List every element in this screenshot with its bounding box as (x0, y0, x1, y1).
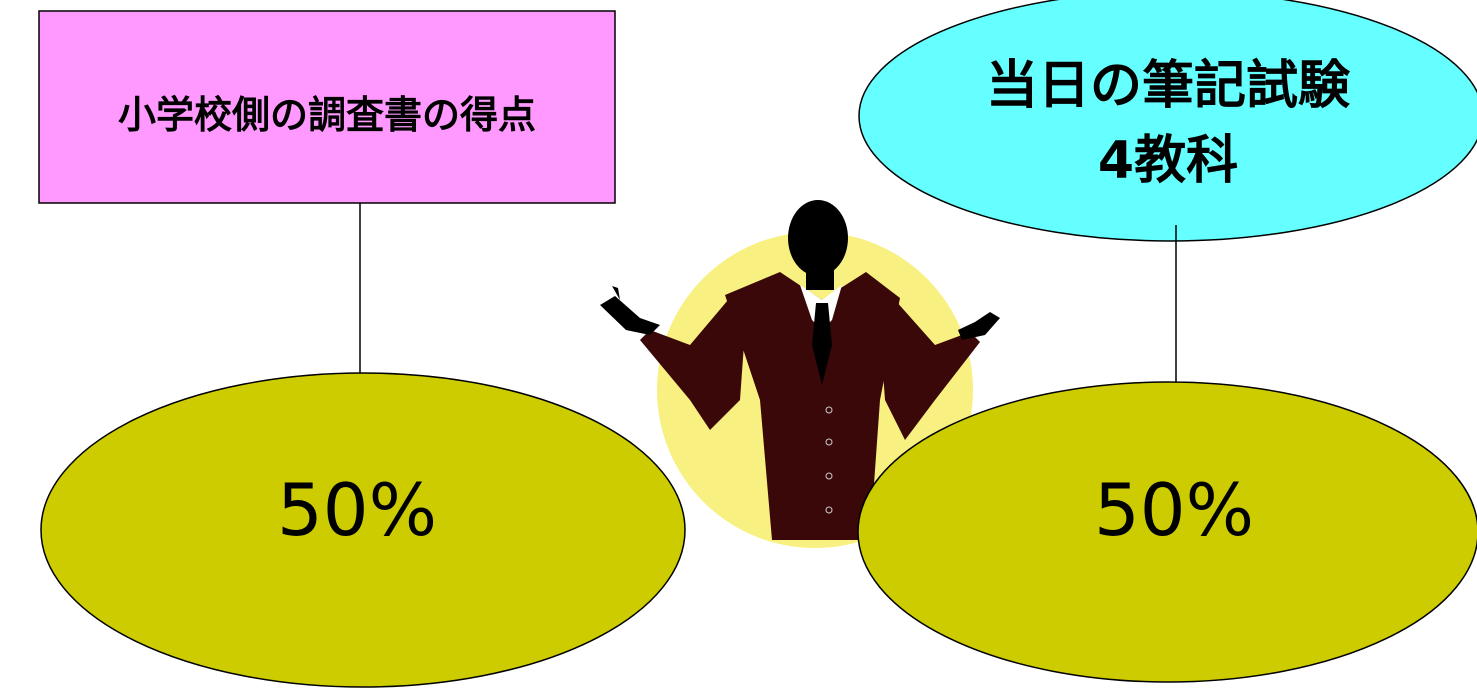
figure-right-arm (880, 300, 980, 440)
source-ellipse-written-exam: 当日の筆記試験 4教科 (858, 0, 1477, 242)
figure-button (825, 406, 833, 414)
figure-button (825, 472, 833, 480)
source-ellipse-line1: 当日の筆記試験 (986, 56, 1351, 116)
figure-button (825, 506, 833, 514)
result-left-label: 50% (277, 468, 437, 552)
figure-tie (812, 303, 832, 385)
result-ellipse-right: 50% (857, 381, 1477, 683)
result-ellipse-left: 50% (40, 372, 686, 688)
figure-head (788, 200, 848, 276)
figure-button (825, 438, 833, 446)
figure-right-hand (958, 312, 1000, 340)
source-box-report-score: 小学校側の調査書の得点 (38, 10, 616, 204)
figure-left-hand (600, 286, 660, 335)
figure-left-arm (640, 300, 745, 430)
source-box-label: 小学校側の調査書の得点 (118, 93, 536, 137)
source-ellipse-line2: 4教科 (1098, 131, 1238, 191)
result-right-label: 50% (1094, 468, 1254, 552)
figure-torso (725, 272, 900, 540)
